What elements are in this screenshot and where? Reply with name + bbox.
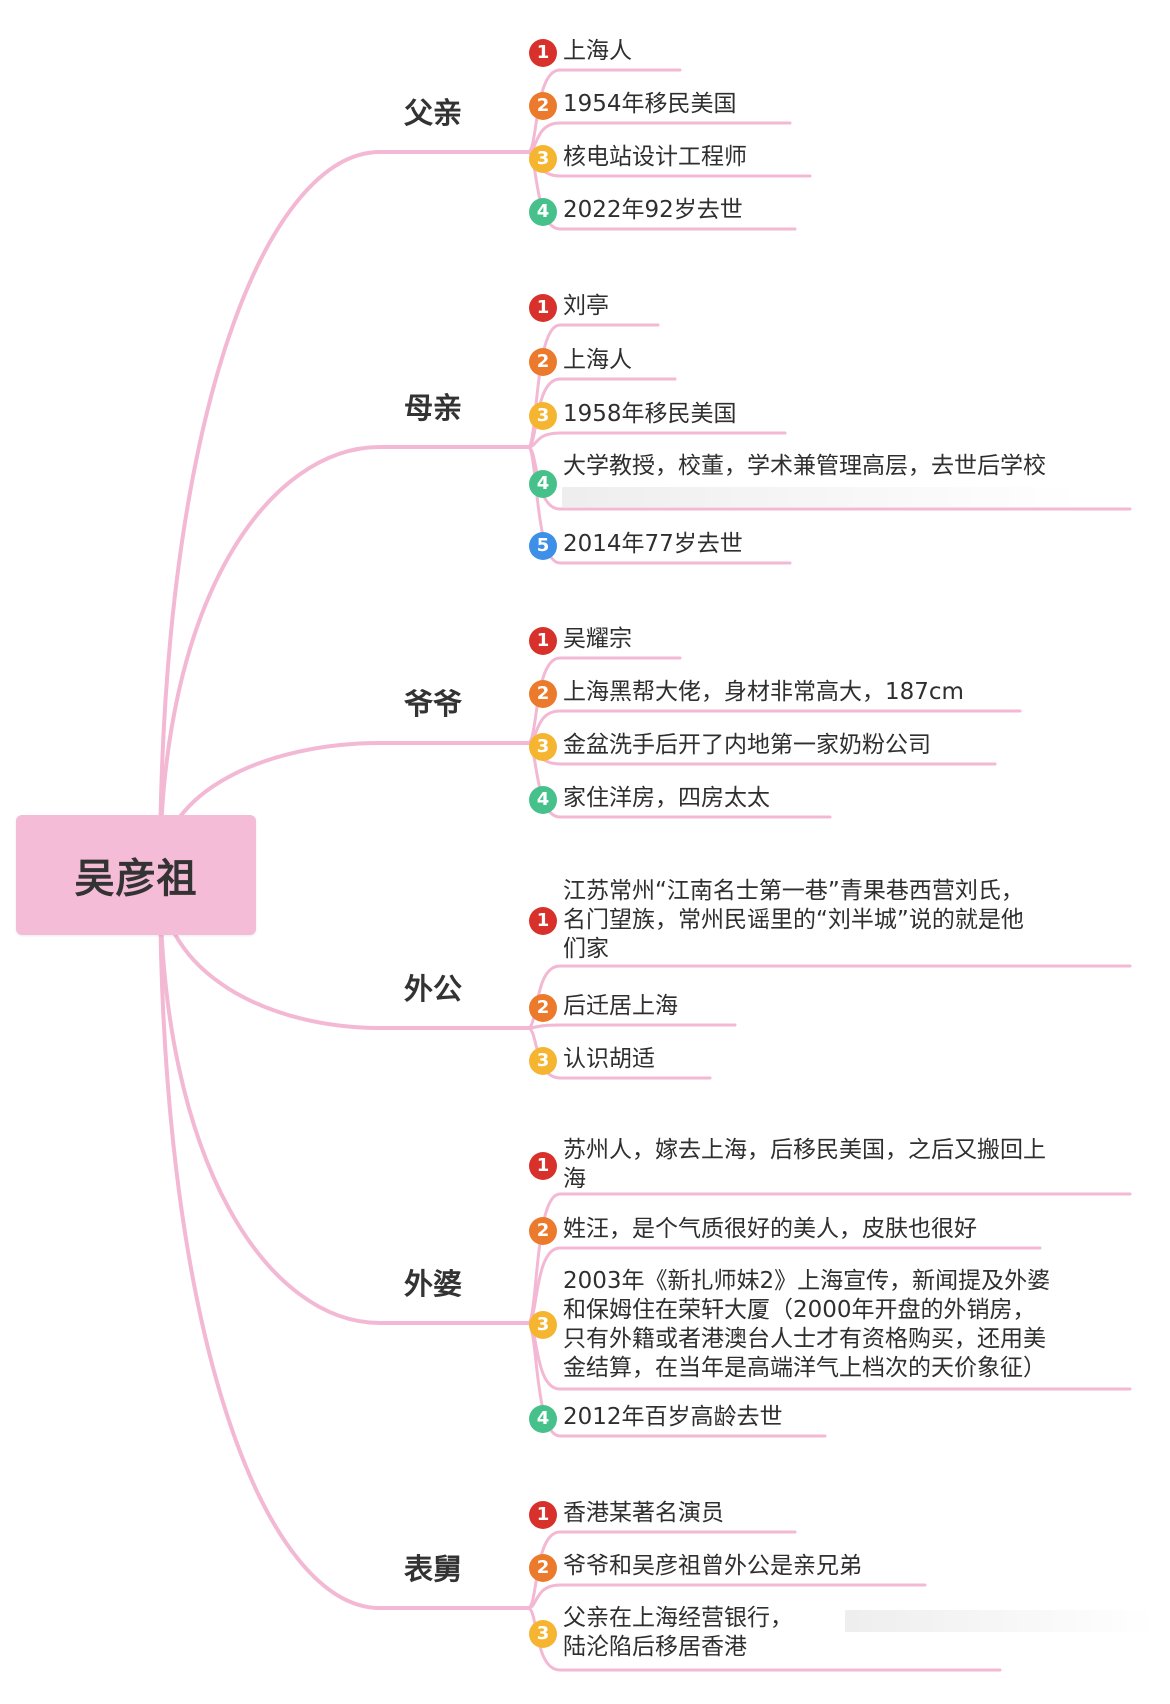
connector-line — [526, 445, 792, 565]
root-label: 吴彦祖 — [74, 856, 198, 902]
leaf-text: 父亲在上海经营银行， 陆沦陷后移居香港 — [563, 1605, 793, 1660]
number-badge: 1 — [529, 1152, 557, 1180]
connector-line — [158, 445, 530, 877]
branch-label-maternal-grandmother[interactable]: 外婆 — [403, 1267, 462, 1301]
number-badge: 2 — [529, 348, 557, 376]
leaf-text: 苏州人，嫁去上海，后移民美国，之后又搬回上 海 — [563, 1137, 1046, 1192]
connector-line — [526, 1023, 737, 1030]
leaf-text: 江苏常州“江南名士第一巷”青果巷西营刘氏， 名门望族，常州民谣里的“刘半城”说的… — [563, 878, 1024, 962]
leaf-text: 1954年移民美国 — [563, 91, 737, 117]
number-badge: 5 — [529, 532, 557, 560]
leaf-text: 吴耀宗 — [563, 626, 632, 652]
leaf-item[interactable]: 4 大学教授，校董，学术兼管理高层，去世后学校 — [529, 452, 1046, 498]
connector-line — [526, 1583, 927, 1610]
leaf-item[interactable]: 2 后迁居上海 — [529, 992, 678, 1022]
connector-line — [158, 150, 530, 877]
number-badge: 2 — [529, 1554, 557, 1582]
number-badge: 3 — [529, 145, 557, 173]
leaf-item[interactable]: 1 苏州人，嫁去上海，后移民美国，之后又搬回上 海 — [529, 1136, 1046, 1194]
number-badge: 3 — [529, 733, 557, 761]
number-badge: 3 — [529, 402, 557, 430]
leaf-text: 家住洋房，四房太太 — [563, 785, 770, 811]
number-badge: 2 — [529, 92, 557, 120]
number-badge: 1 — [529, 627, 557, 655]
number-badge: 2 — [529, 1217, 557, 1245]
leaf-item[interactable]: 4 2012年百岁高龄去世 — [529, 1403, 783, 1433]
leaf-text: 核电站设计工程师 — [563, 144, 747, 170]
leaf-item[interactable]: 2 姓汪，是个气质很好的美人，皮肤也很好 — [529, 1215, 977, 1245]
leaf-text: 大学教授，校董，学术兼管理高层，去世后学校 — [563, 453, 1046, 479]
leaf-text: 2003年《新扎师妹2》上海宣传，新闻提及外婆 和保姆住在荣轩大厦（2000年开… — [563, 1268, 1051, 1381]
branch-label-maternal-grandfather[interactable]: 外公 — [403, 972, 462, 1006]
number-badge: 1 — [529, 39, 557, 67]
branch-label-mother[interactable]: 母亲 — [403, 391, 462, 425]
leaf-item[interactable]: 3 2003年《新扎师妹2》上海宣传，新闻提及外婆 和保姆住在荣轩大厦（2000… — [529, 1267, 1051, 1383]
number-badge: 1 — [529, 294, 557, 322]
redacted-strip — [562, 487, 1082, 507]
leaf-item[interactable]: 3 认识胡适 — [529, 1045, 655, 1075]
branch-label-father[interactable]: 父亲 — [403, 96, 462, 130]
connector-line — [526, 431, 787, 449]
leaf-item[interactable]: 2 1954年移民美国 — [529, 90, 737, 120]
leaf-item[interactable]: 3 1958年移民美国 — [529, 400, 737, 430]
number-badge: 3 — [529, 1047, 557, 1075]
leaf-text: 1958年移民美国 — [563, 401, 737, 427]
number-badge: 4 — [529, 786, 557, 814]
leaf-text: 香港某著名演员 — [563, 1500, 724, 1526]
number-badge: 4 — [529, 470, 557, 498]
leaf-text: 2012年百岁高龄去世 — [563, 1404, 783, 1430]
leaf-item[interactable]: 3 金盆洗手后开了内地第一家奶粉公司 — [529, 731, 931, 761]
number-badge: 2 — [529, 994, 557, 1022]
leaf-item[interactable]: 5 2014年77岁去世 — [529, 530, 743, 560]
leaf-text: 2014年77岁去世 — [563, 531, 743, 557]
leaf-item[interactable]: 2 上海黑帮大佬，身材非常高大，187cm — [529, 678, 964, 708]
number-badge: 3 — [529, 1620, 557, 1648]
leaf-item[interactable]: 1 吴耀宗 — [529, 625, 632, 655]
connector-line — [158, 873, 530, 1325]
redacted-strip — [845, 1610, 1155, 1632]
leaf-item[interactable]: 3 核电站设计工程师 — [529, 143, 747, 173]
leaf-item[interactable]: 1 上海人 — [529, 37, 632, 67]
leaf-text: 2022年92岁去世 — [563, 197, 743, 223]
leaf-item[interactable]: 3 父亲在上海经营银行， 陆沦陷后移居香港 — [529, 1604, 793, 1662]
root-node[interactable]: 吴彦祖 — [16, 815, 256, 935]
leaf-text: 上海黑帮大佬，身材非常高大，187cm — [563, 679, 964, 705]
leaf-text: 金盆洗手后开了内地第一家奶粉公司 — [563, 732, 931, 758]
leaf-text: 姓汪，是个气质很好的美人，皮肤也很好 — [563, 1216, 977, 1242]
connector-line — [158, 873, 530, 1610]
connector-line — [526, 964, 1132, 1030]
leaf-item[interactable]: 4 家住洋房，四房太太 — [529, 784, 770, 814]
leaf-item[interactable]: 2 上海人 — [529, 346, 632, 376]
number-badge: 4 — [529, 198, 557, 226]
leaf-text: 上海人 — [563, 347, 632, 373]
leaf-text: 刘亭 — [563, 293, 609, 319]
leaf-text: 认识胡适 — [563, 1046, 655, 1072]
branch-label-grandfather[interactable]: 爷爷 — [403, 687, 462, 721]
number-badge: 1 — [529, 1501, 557, 1529]
leaf-text: 爷爷和吴彦祖曾外公是亲兄弟 — [563, 1553, 862, 1579]
leaf-text: 上海人 — [563, 38, 632, 64]
number-badge: 2 — [529, 680, 557, 708]
leaf-text: 后迁居上海 — [563, 993, 678, 1019]
branch-label-uncle[interactable]: 表舅 — [403, 1552, 462, 1586]
number-badge: 4 — [529, 1405, 557, 1433]
leaf-item[interactable]: 2 爷爷和吴彦祖曾外公是亲兄弟 — [529, 1552, 862, 1582]
number-badge: 1 — [529, 907, 557, 935]
number-badge: 3 — [529, 1311, 557, 1339]
leaf-item[interactable]: 1 刘亭 — [529, 292, 609, 322]
leaf-item[interactable]: 1 香港某著名演员 — [529, 1499, 724, 1529]
leaf-item[interactable]: 4 2022年92岁去世 — [529, 196, 743, 226]
leaf-item[interactable]: 1 江苏常州“江南名士第一巷”青果巷西营刘氏， 名门望族，常州民谣里的“刘半城”… — [529, 877, 1024, 964]
